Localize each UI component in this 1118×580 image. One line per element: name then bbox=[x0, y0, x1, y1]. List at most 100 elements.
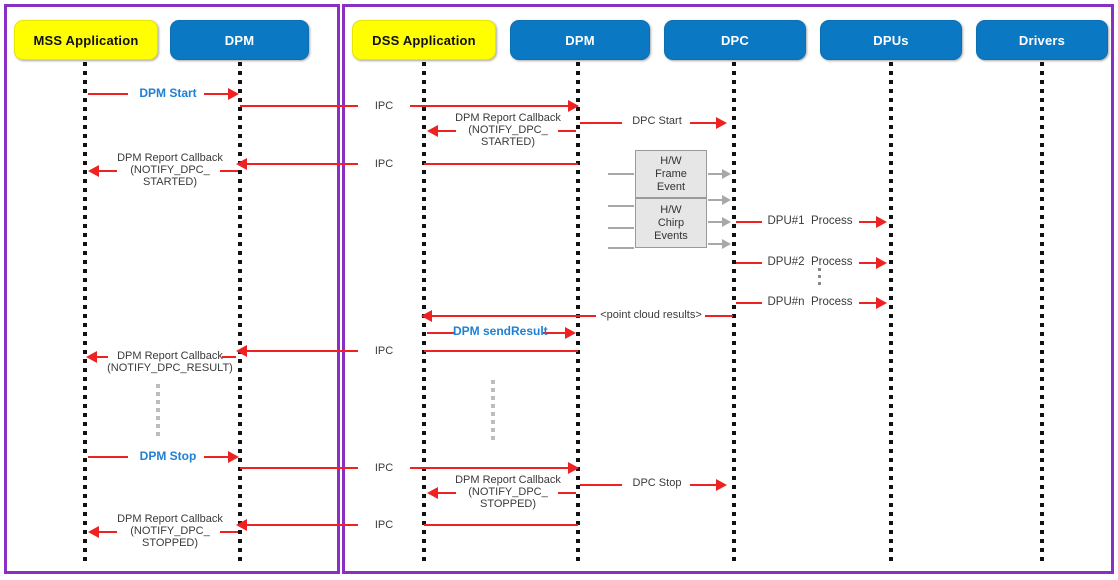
message-cb-started-mss-label-line1: DPM Report Callback bbox=[117, 152, 223, 164]
hw-frame-input-line bbox=[608, 173, 634, 175]
lifeline-dpc bbox=[732, 62, 736, 562]
hw-frame-output-line bbox=[708, 173, 724, 175]
message-cb-started-mss-tail bbox=[220, 170, 238, 172]
message-cb-started-mss-label-line2: (NOTIFY_DPC_ bbox=[130, 164, 210, 176]
message-point-cloud-right bbox=[705, 315, 733, 317]
message-point-cloud-arrowhead bbox=[421, 310, 432, 322]
hw-chirp-output-arrowhead-3 bbox=[722, 239, 731, 249]
lifeline-dss-dpm bbox=[576, 62, 580, 562]
message-sendresult-arrowhead bbox=[565, 327, 576, 339]
hw-chirp-events-box: H/W Chirp Events bbox=[635, 198, 707, 248]
message-ipc-5-right bbox=[424, 524, 578, 526]
message-ipc-1-label: IPC bbox=[374, 100, 394, 112]
message-ipc-1-right bbox=[410, 105, 578, 107]
message-cb-started-mss-head bbox=[99, 170, 117, 172]
hw-frame-output-arrowhead bbox=[722, 169, 731, 179]
message-dpc-stop-head bbox=[690, 484, 723, 486]
message-dpc-stop-arrowhead bbox=[716, 479, 727, 491]
message-dpm-stop-label: DPM Stop bbox=[139, 449, 197, 463]
message-ipc-3-left bbox=[247, 350, 358, 352]
message-cb-result-tail bbox=[222, 356, 236, 358]
participant-drivers[interactable]: Drivers bbox=[976, 20, 1108, 60]
message-dpm-start-label: DPM Start bbox=[139, 86, 197, 100]
hw-chirp-output-arrowhead-2 bbox=[722, 217, 731, 227]
hw-chirp-input-line-1 bbox=[608, 205, 634, 207]
message-dpm-stop-arrowhead bbox=[228, 451, 239, 463]
message-dpm-start-arrowhead bbox=[228, 88, 239, 100]
message-cb-stopped-mss-arrowhead bbox=[88, 526, 99, 538]
message-cb-started-mss-label-line3: STARTED) bbox=[143, 176, 197, 188]
message-ipc-5-label: IPC bbox=[374, 519, 394, 531]
message-dpu1-tail bbox=[736, 221, 762, 223]
message-dpu2-label: DPU#2 Process bbox=[767, 256, 853, 268]
message-dpc-stop-tail bbox=[580, 484, 622, 486]
message-dpu1-label: DPU#1 Process bbox=[767, 215, 853, 227]
participant-dss-application[interactable]: DSS Application bbox=[352, 20, 496, 60]
message-cb-stopped-dss-label-line3: STOPPED) bbox=[479, 498, 537, 510]
mss-panel bbox=[4, 4, 340, 574]
message-sendresult-label: DPM sendResult bbox=[453, 324, 548, 338]
hw-chirp-input-line-2 bbox=[608, 227, 634, 229]
message-cb-started-dss-label-line2: (NOTIFY_DPC_ bbox=[468, 124, 548, 136]
message-cb-stopped-mss-label-line3: STOPPED) bbox=[141, 537, 199, 549]
message-ipc-4-label: IPC bbox=[374, 462, 394, 474]
hw-chirp-input-line-3 bbox=[608, 247, 634, 249]
message-cb-stopped-dss-label-line2: (NOTIFY_DPC_ bbox=[468, 486, 548, 498]
message-ipc-3-right bbox=[424, 350, 578, 352]
message-ipc-4-left bbox=[240, 467, 358, 469]
message-dpun-label: DPU#n Process bbox=[767, 296, 853, 308]
message-dpc-stop-label: DPC Stop bbox=[632, 477, 682, 489]
message-dpc-start-tail bbox=[580, 122, 622, 124]
message-cb-stopped-dss-label-line1: DPM Report Callback bbox=[455, 474, 561, 486]
lifeline-drivers bbox=[1040, 62, 1044, 562]
message-ipc-5-left bbox=[247, 524, 358, 526]
message-dpu2-arrowhead bbox=[876, 257, 887, 269]
dpu-ellipsis bbox=[818, 268, 821, 288]
hw-chirp-output-line-1 bbox=[708, 199, 724, 201]
message-sendresult-head bbox=[543, 332, 573, 334]
message-cb-result-label-line1: DPM Report Callback bbox=[117, 350, 223, 362]
message-ipc-3-label: IPC bbox=[374, 345, 394, 357]
message-cb-started-dss-head bbox=[438, 130, 456, 132]
message-ipc-3-arrowhead bbox=[236, 345, 247, 357]
message-cb-started-dss-label-line1: DPM Report Callback bbox=[455, 112, 561, 124]
participant-dpc[interactable]: DPC bbox=[664, 20, 806, 60]
message-point-cloud-label: <point cloud results> bbox=[600, 309, 702, 321]
participant-dss-dpm[interactable]: DPM bbox=[510, 20, 650, 60]
message-dpm-stop-tail bbox=[88, 456, 128, 458]
message-cb-stopped-dss-arrowhead bbox=[427, 487, 438, 499]
message-dpm-start-tail bbox=[88, 93, 128, 95]
message-ipc-5-arrowhead bbox=[236, 519, 247, 531]
message-cb-result-label-line2: (NOTIFY_DPC_RESULT) bbox=[107, 362, 233, 374]
message-cb-started-dss-label-line3: STARTED) bbox=[481, 136, 535, 148]
message-dpun-arrowhead bbox=[876, 297, 887, 309]
message-cb-stopped-dss-head bbox=[438, 492, 456, 494]
message-ipc-1-arrowhead bbox=[568, 100, 579, 112]
message-dpm-stop-head bbox=[204, 456, 237, 458]
message-cb-result-head bbox=[96, 356, 108, 358]
message-point-cloud-left bbox=[432, 315, 596, 317]
dss-wait-ellipsis bbox=[491, 380, 495, 440]
message-ipc-2-arrowhead bbox=[236, 158, 247, 170]
message-dpc-start-label: DPC Start bbox=[632, 115, 682, 127]
participant-mss-application[interactable]: MSS Application bbox=[14, 20, 158, 60]
participant-mss-dpm[interactable]: DPM bbox=[170, 20, 309, 60]
message-sendresult-tail bbox=[427, 332, 455, 334]
hw-chirp-output-arrowhead-1 bbox=[722, 195, 731, 205]
message-dpc-start-arrowhead bbox=[716, 117, 727, 129]
message-ipc-2-left bbox=[247, 163, 358, 165]
message-dpu2-tail bbox=[736, 262, 762, 264]
participant-dpus[interactable]: DPUs bbox=[820, 20, 962, 60]
message-cb-stopped-mss-tail bbox=[220, 531, 238, 533]
message-cb-result-arrowhead bbox=[86, 351, 97, 363]
message-cb-started-dss-tail bbox=[558, 130, 576, 132]
message-dpu1-arrowhead bbox=[876, 216, 887, 228]
message-ipc-4-arrowhead bbox=[568, 462, 579, 474]
hw-frame-event-box: H/W Frame Event bbox=[635, 150, 707, 198]
message-dpun-head bbox=[859, 302, 883, 304]
message-ipc-2-right bbox=[424, 163, 578, 165]
hw-chirp-output-line-2 bbox=[708, 221, 724, 223]
message-cb-stopped-mss-head bbox=[99, 531, 117, 533]
message-cb-stopped-mss-label-line2: (NOTIFY_DPC_ bbox=[130, 525, 210, 537]
message-dpun-tail bbox=[736, 302, 762, 304]
